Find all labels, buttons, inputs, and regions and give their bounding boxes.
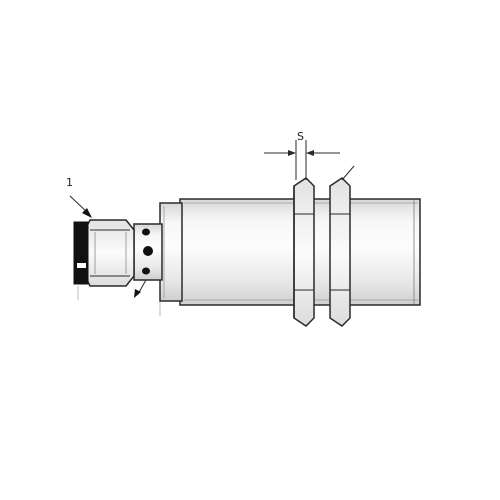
hex-nut-2 bbox=[329, 177, 351, 327]
dimension-s: S bbox=[264, 130, 340, 180]
callout-1: 1 bbox=[66, 176, 92, 218]
dimension-s-label: S bbox=[297, 130, 304, 143]
led-indicator-icon bbox=[143, 246, 153, 256]
led-leader bbox=[134, 279, 147, 298]
nut-leader-line bbox=[341, 165, 355, 181]
sensor-neck bbox=[133, 223, 163, 281]
threaded-connector-icon bbox=[85, 219, 135, 287]
connector-end-cap bbox=[73, 221, 89, 285]
hex-nut-icon bbox=[293, 177, 315, 327]
led-hole-top bbox=[142, 228, 150, 236]
led-hole-bottom bbox=[142, 267, 150, 275]
callout-1-label: 1 bbox=[66, 176, 73, 189]
sensor-collar bbox=[159, 202, 183, 302]
